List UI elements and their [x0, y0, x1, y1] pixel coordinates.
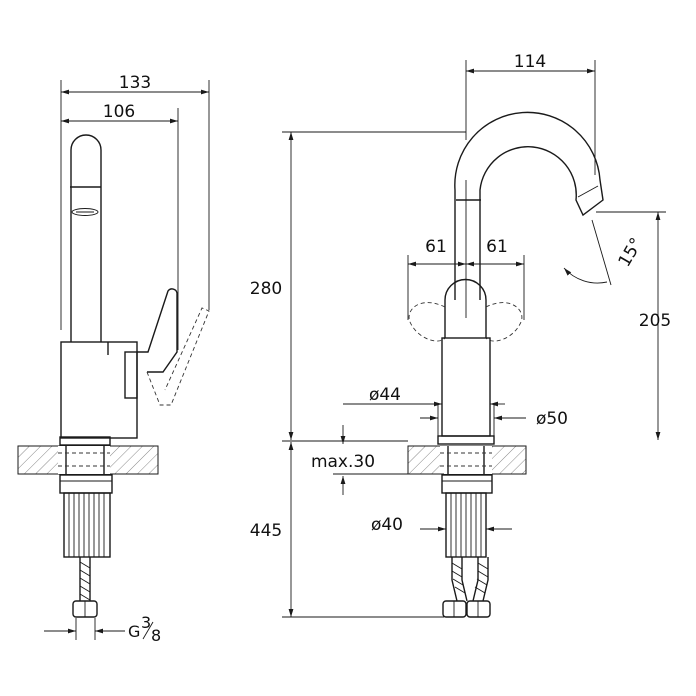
side-thread	[63, 492, 111, 558]
dimension-max-thickness: max.30	[311, 425, 444, 495]
thread-numerator: 3	[141, 613, 151, 632]
dim-body-width-label: 106	[103, 102, 135, 122]
front-thread	[445, 492, 487, 558]
dimension-body-width: 106	[60, 102, 179, 350]
dim-total-width-label: 133	[119, 73, 151, 93]
dimension-body-diameter: ø44	[343, 385, 505, 407]
side-spout	[70, 134, 102, 342]
aerator-icon	[71, 208, 99, 216]
dimension-total-width: 133	[60, 73, 210, 330]
dim-below-height-label: 445	[250, 521, 282, 541]
dim-max-thickness-label: max.30	[311, 452, 375, 472]
dim-base-diameter-label: ø50	[536, 409, 568, 429]
dimension-lever-spread: 61 61	[407, 237, 525, 320]
dimension-base-diameter: ø50	[420, 404, 568, 440]
side-hose	[72, 557, 98, 618]
dim-hole-diameter-label: ø40	[371, 515, 403, 535]
dimension-spout-reach: 114	[465, 52, 596, 175]
side-lever	[137, 288, 178, 373]
dim-lever-right-label: 61	[486, 237, 508, 257]
side-view: 133 106	[17, 73, 210, 645]
dimension-thread: G 3 8	[44, 613, 161, 645]
front-spout	[454, 111, 604, 300]
dim-total-height-label: 280	[250, 279, 282, 299]
front-body	[441, 337, 491, 437]
dim-spout-angle-label: 15°	[615, 234, 647, 270]
dim-lever-left-label: 61	[425, 237, 447, 257]
thread-denominator: 8	[151, 626, 161, 645]
dim-spout-reach-label: 114	[514, 52, 546, 72]
dimension-spout-angle: 15°	[563, 219, 647, 286]
front-base	[437, 435, 495, 445]
front-view: 114 280 205 61 61	[250, 52, 671, 618]
front-lever	[444, 278, 487, 338]
front-hoses	[442, 557, 491, 618]
dim-spout-height-label: 205	[639, 311, 671, 331]
dimension-total-height: 280	[250, 131, 466, 440]
dimension-hole-diameter: ø40	[371, 515, 512, 535]
dim-body-diameter-label: ø44	[369, 385, 401, 405]
dimension-spout-height: 205	[596, 211, 671, 440]
thread-label: G	[128, 622, 140, 641]
dimension-below-height: 445	[250, 442, 444, 618]
